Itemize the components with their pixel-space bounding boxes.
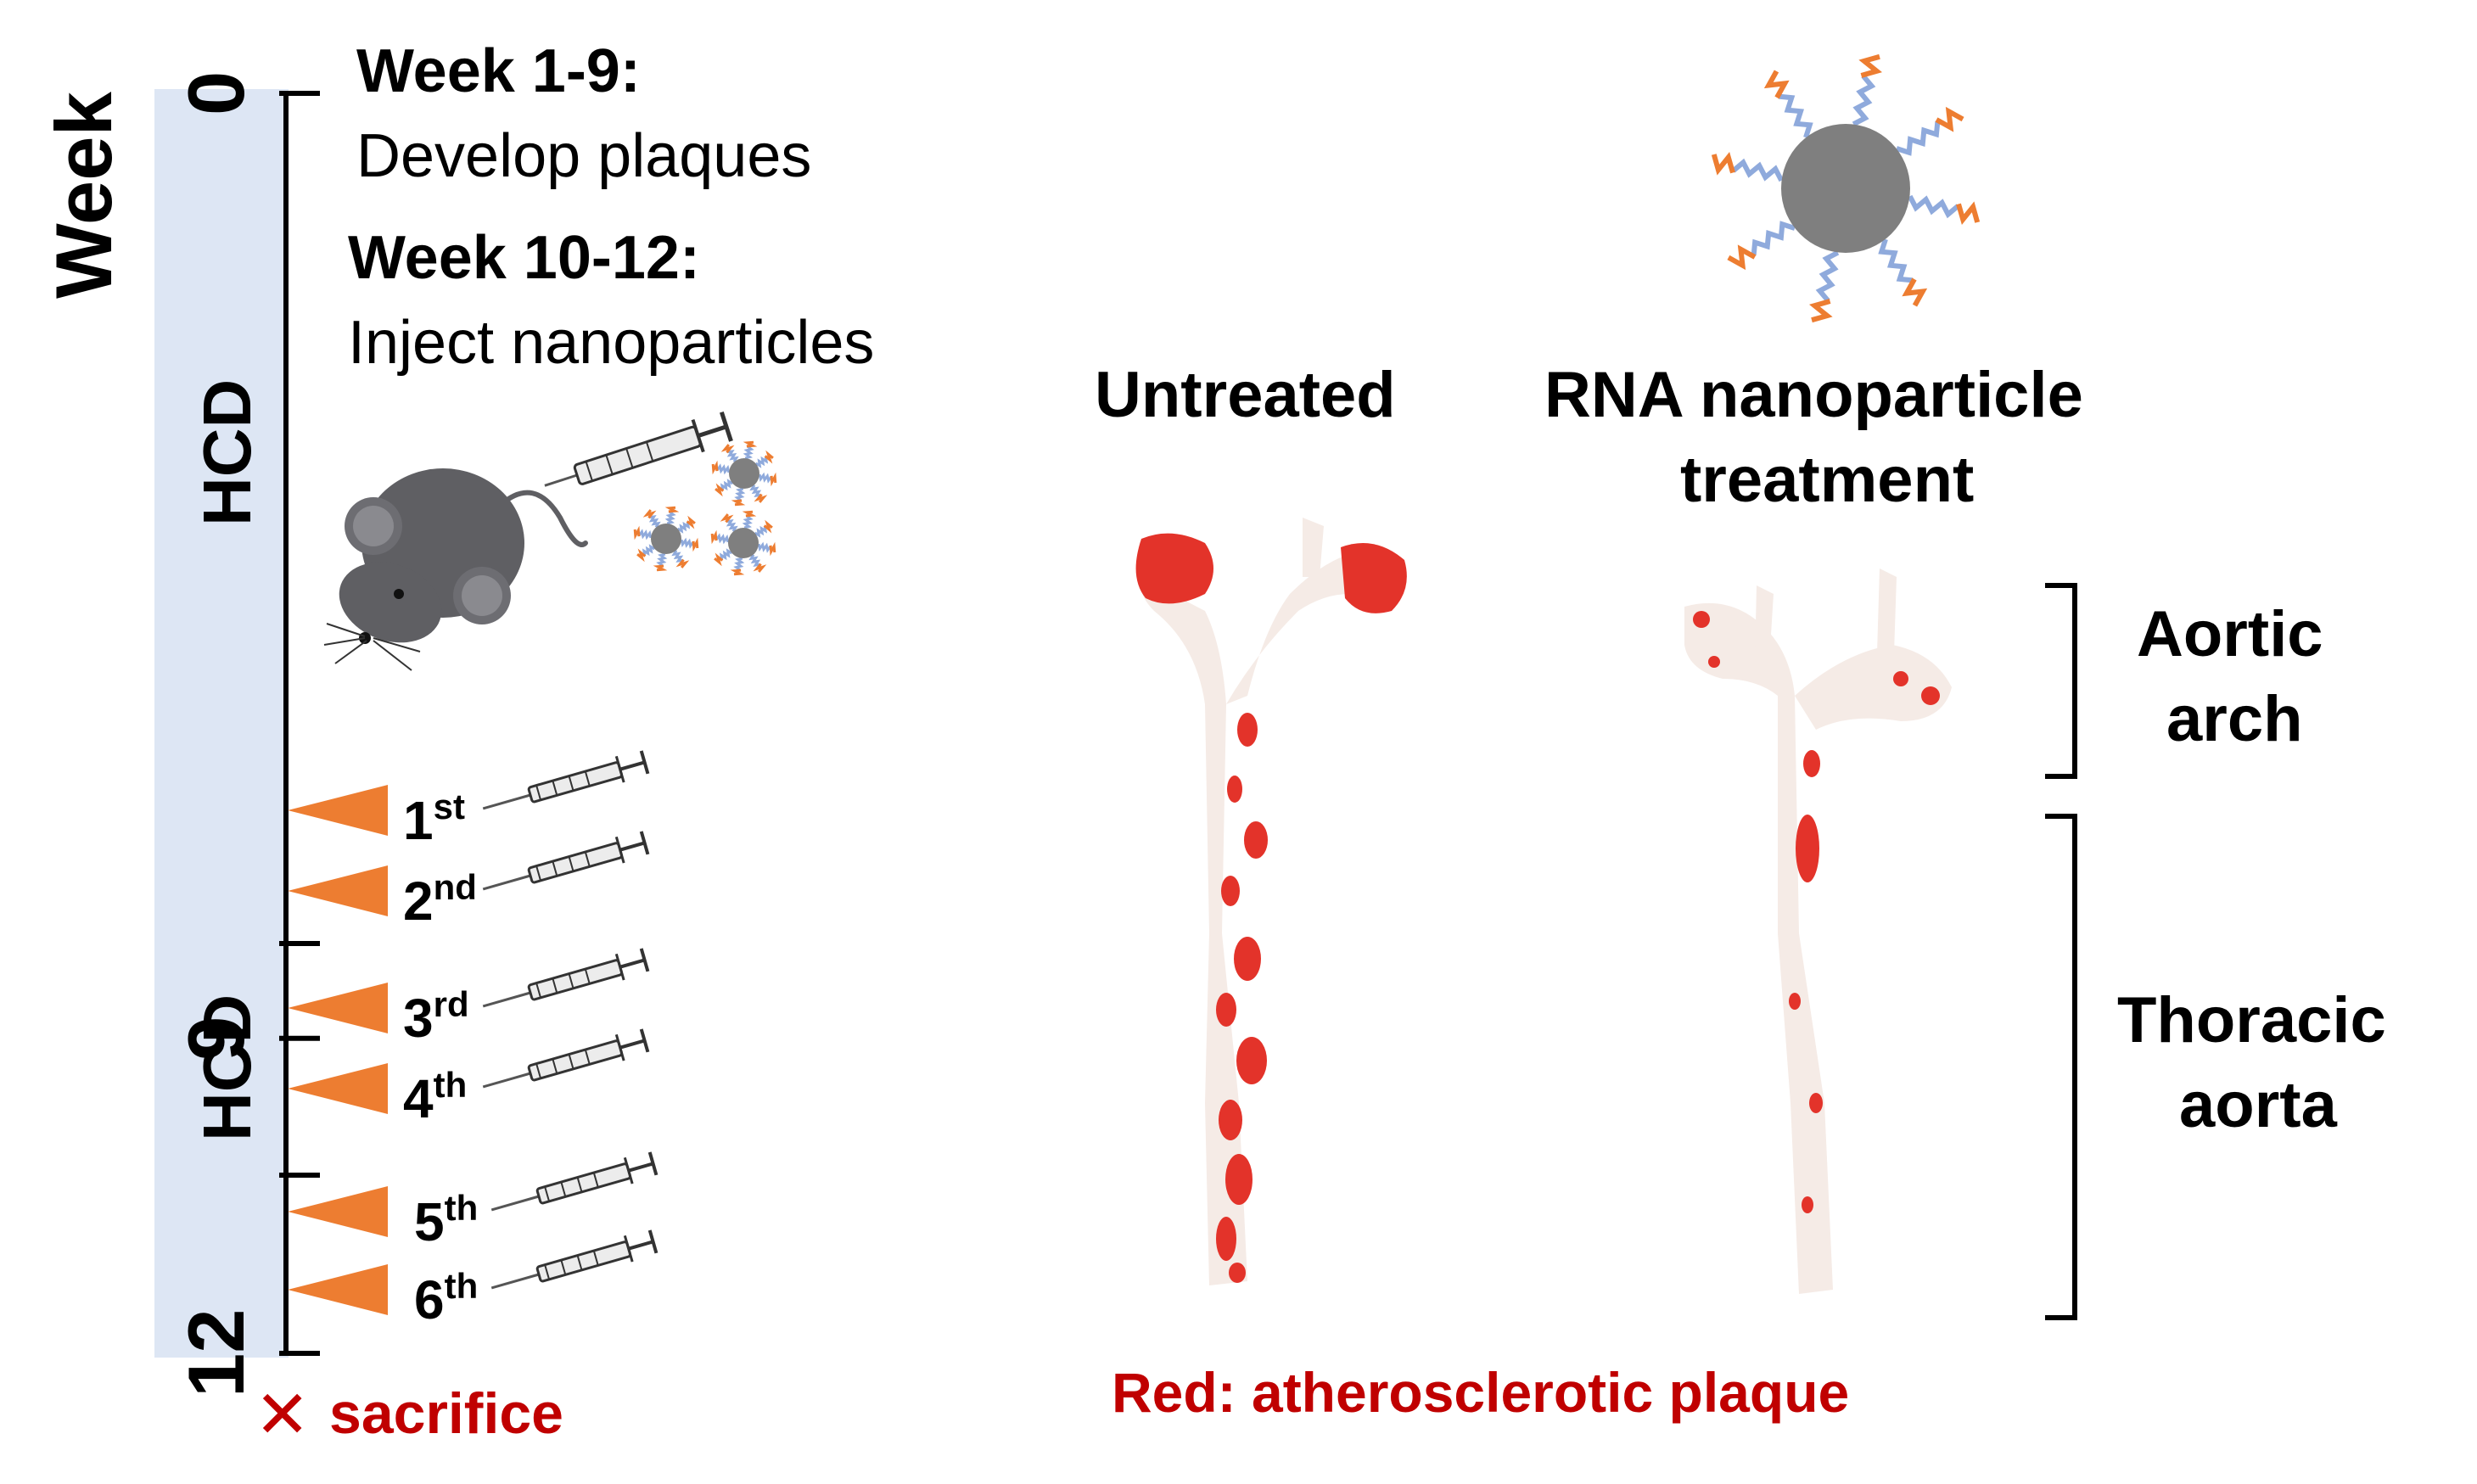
timeline-axis-label: Week: [39, 92, 128, 299]
thoracic-aorta-bracket: [2045, 814, 2077, 1320]
injection-number: 5: [414, 1191, 445, 1252]
injection-ordinal-suffix: st: [433, 787, 465, 826]
syringe-icon: [544, 411, 733, 487]
aortic-arch-bracket: [2045, 583, 2077, 779]
syringe-icon: [477, 945, 650, 1022]
injection-marker: [288, 1186, 388, 1237]
syringe-icon: [485, 1227, 658, 1303]
nanoparticle-icon: [633, 506, 699, 572]
aortic-arch-label-line-2: arch: [2166, 683, 2303, 755]
injection-number: 2: [403, 871, 434, 932]
phase-1-heading: Week 1-9:: [356, 37, 641, 105]
injection-ordinal-suffix: nd: [433, 867, 477, 907]
injection-marker: [288, 983, 388, 1033]
injection-marker: [288, 785, 388, 836]
mouse-icon: [323, 468, 588, 671]
injection-label: 2nd: [403, 870, 477, 929]
timeline-tick-label: 0: [171, 70, 261, 115]
syringe-icon: [477, 1026, 650, 1102]
syringe-icon: [477, 748, 650, 824]
treated-header-line-2: treatment: [1680, 444, 1975, 516]
aorta-treated-image: [1684, 568, 1952, 1294]
syringe-icon: [485, 1149, 658, 1225]
injection-label: 6th: [414, 1268, 478, 1328]
nanoparticle-icon: [1711, 53, 1981, 323]
injection-number: 3: [403, 988, 434, 1049]
timeline-tick-label: 12: [171, 1308, 261, 1397]
injection-number: 4: [403, 1068, 434, 1129]
injection-label: 3rd: [403, 987, 469, 1046]
sacrifice-label: sacrifice: [329, 1381, 563, 1446]
injection-ordinal-suffix: th: [433, 1065, 468, 1105]
phase-2-heading: Week 10-12:: [348, 224, 700, 292]
timeline-band: [154, 89, 289, 1358]
treated-header-line-1: RNA nanoparticle: [1544, 359, 2083, 431]
syringe-icon: [477, 828, 650, 904]
nanoparticle-icons: [633, 53, 1981, 576]
injection-number: 6: [414, 1269, 445, 1330]
legend-text: Red: atherosclerotic plaque: [1112, 1361, 1850, 1424]
nanoparticle-icon: [710, 510, 776, 576]
injection-label: 5th: [414, 1190, 478, 1250]
timeline-ticks: [279, 91, 320, 1356]
aorta-untreated-image: [1135, 518, 1407, 1285]
nanoparticle-icon: [711, 440, 777, 507]
injection-label: 4th: [403, 1067, 467, 1127]
sacrifice-icon: ✕: [255, 1377, 311, 1452]
injection-marker: [288, 1063, 388, 1114]
aortic-arch-label-line-1: Aortic: [2137, 598, 2323, 670]
injection-ordinal-suffix: rd: [433, 984, 469, 1024]
injection-marker: [288, 1264, 388, 1315]
untreated-header: Untreated: [1095, 359, 1396, 431]
diet-label-hcd-1: HCD: [189, 378, 265, 526]
thoracic-aorta-label-line-2: aorta: [2179, 1069, 2337, 1141]
phase-2-description: Inject nanoparticles: [348, 309, 875, 377]
phase-1-description: Develop plaques: [356, 122, 812, 190]
injection-ordinal-suffix: th: [444, 1188, 479, 1228]
injection-marker: [288, 865, 388, 916]
thoracic-aorta-label-line-1: Thoracic: [2117, 984, 2386, 1056]
injection-markers: [288, 748, 658, 1315]
injection-label: 1st: [403, 789, 465, 851]
injection-ordinal-suffix: th: [444, 1266, 479, 1306]
injection-number: 1: [403, 790, 434, 851]
diet-label-hcd-2: HCD: [189, 994, 265, 1141]
